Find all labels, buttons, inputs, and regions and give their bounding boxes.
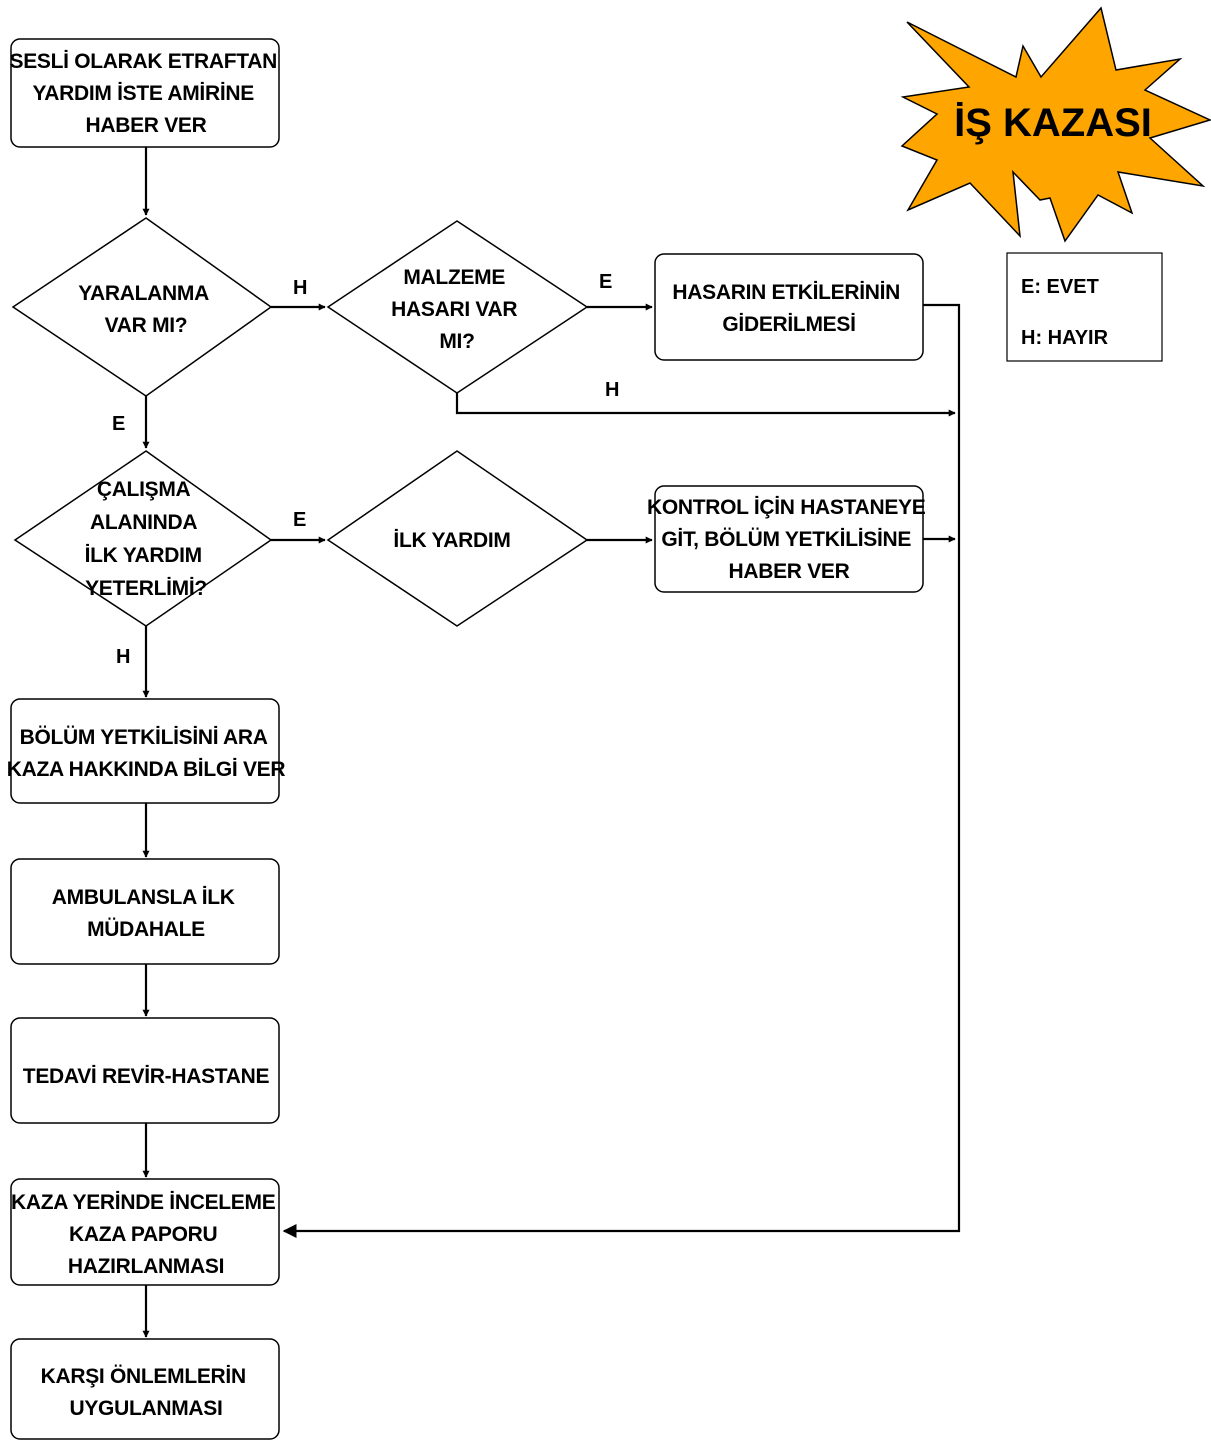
ambulance-line-1: AMBULANSLA İLK: [52, 886, 235, 909]
investigation-line-1: KAZA YERİNDE İNCELEME: [11, 1191, 276, 1214]
injury-decision: [11, 217, 273, 397]
hospital-check-box: [654, 485, 924, 593]
countermeasures-line-1: KARŞI ÖNLEMLERİN: [41, 1365, 246, 1388]
firstaid-question-line-4: YETERLİMİ?: [85, 577, 207, 600]
investigation-line-2: KAZA PAPORU: [69, 1223, 217, 1246]
hospital-check-line-3: HABER VER: [729, 560, 850, 583]
firstaid-label: İLK YARDIM: [393, 529, 510, 552]
material-question-line-2: HASARI VAR: [391, 298, 517, 321]
countermeasures-label: KARŞI ÖNLEMLERİN UYGULANMASI: [41, 1365, 252, 1420]
material-question-line-3: MI?: [439, 330, 474, 353]
process-boxes: [10, 38, 924, 1440]
edge-merge-to-investigation: [282, 303, 961, 1238]
legend-box: [1006, 252, 1163, 362]
node-labels: SESLİ OLARAK ETRAFTAN YARDIM İSTE AMİRİN…: [7, 50, 931, 1420]
firstaid-question-label: ÇALIŞMA ALANINDA İLK YARDIM YETERLİMİ?: [85, 478, 208, 600]
treatment-line-1: TEDAVİ REVİR-HASTANE: [23, 1065, 270, 1088]
start-label: SESLİ OLARAK ETRAFTAN YARDIM İSTE AMİRİN…: [9, 50, 282, 137]
accident-badge: İŞ KAZASI: [900, 6, 1211, 243]
damage-fix-label: HASARIN ETKİLERİNİN GİDERİLMESİ: [672, 281, 905, 336]
connectors: [142, 147, 961, 1338]
hospital-check-label: KONTROL İÇİN HASTANEYE GİT, BÖLÜM YETKİL…: [647, 496, 931, 583]
label-material-yes: E: [599, 271, 612, 293]
firstaid-question-line-1: ÇALIŞMA: [97, 478, 191, 501]
damage-fix-line-2: GİDERİLMESİ: [722, 313, 855, 336]
starburst-shape: [900, 6, 1211, 243]
treatment-label: TEDAVİ REVİR-HASTANE: [23, 1065, 270, 1088]
legend-no: H: HAYIR: [1021, 327, 1109, 349]
countermeasures-box: [10, 1338, 280, 1440]
start-line-2: YARDIM İSTE AMİRİNE: [33, 82, 255, 105]
damage-fix-line-1: HASARIN ETKİLERİNİN: [672, 281, 900, 304]
injury-question-label: YARALANMA VAR MI?: [78, 282, 213, 337]
hospital-check-line-1: KONTROL İÇİN HASTANEYE: [647, 496, 926, 519]
ambulance-label: AMBULANSLA İLK MÜDAHALE: [52, 886, 240, 941]
countermeasures-line-2: UYGULANMASI: [69, 1397, 222, 1420]
firstaid-diamond: [326, 450, 589, 627]
edge-material-no: [455, 393, 956, 417]
firstaid-question-line-3: İLK YARDIM: [85, 544, 202, 567]
investigation-line-3: HAZIRLANMASI: [68, 1255, 224, 1278]
firstaid-line-1: İLK YARDIM: [393, 529, 510, 552]
call-manager-box: [10, 698, 280, 804]
injury-question-line-1: YARALANMA: [78, 282, 209, 305]
ambulance-box: [10, 858, 280, 965]
hospital-check-line-2: GİT, BÖLÜM YETKİLİSİNE: [661, 528, 911, 551]
legend-yes: E: EVET: [1021, 276, 1099, 298]
firstaid-question-line-2: ALANINDA: [90, 511, 197, 534]
accident-badge-label: İŞ KAZASI: [954, 101, 1152, 145]
treatment-box: [10, 1017, 280, 1124]
material-decision: [326, 220, 589, 394]
label-firstaid-yes: E: [293, 509, 306, 531]
material-question-line-1: MALZEME: [403, 266, 505, 289]
start-line-3: HABER VER: [86, 114, 207, 137]
injury-question-line-2: VAR MI?: [105, 314, 188, 337]
start-line-1: SESLİ OLARAK ETRAFTAN: [9, 50, 276, 73]
label-firstaid-no: H: [116, 646, 130, 668]
decision-diamonds: [11, 217, 589, 627]
call-manager-line-2: KAZA HAKKINDA BİLGİ VER: [7, 758, 286, 781]
firstaid-decision: [13, 450, 273, 627]
material-question-label: MALZEME HASARI VAR MI?: [391, 266, 523, 353]
call-manager-line-1: BÖLÜM YETKİLİSİNİ ARA: [20, 726, 268, 749]
label-material-no: H: [605, 379, 619, 401]
start-box: [10, 38, 280, 148]
label-injury-no: H: [293, 277, 307, 299]
ambulance-line-2: MÜDAHALE: [87, 918, 205, 941]
investigation-label: KAZA YERİNDE İNCELEME KAZA PAPORU HAZIRL…: [11, 1191, 281, 1278]
label-injury-yes: E: [112, 413, 125, 435]
call-manager-label: BÖLÜM YETKİLİSİNİ ARA KAZA HAKKINDA BİLG…: [7, 726, 286, 781]
damage-fix-box: [654, 253, 924, 361]
legend: E: EVET H: HAYIR: [1006, 252, 1163, 362]
branch-labels: H E H E E H: [112, 271, 619, 668]
investigation-box: [10, 1178, 280, 1286]
